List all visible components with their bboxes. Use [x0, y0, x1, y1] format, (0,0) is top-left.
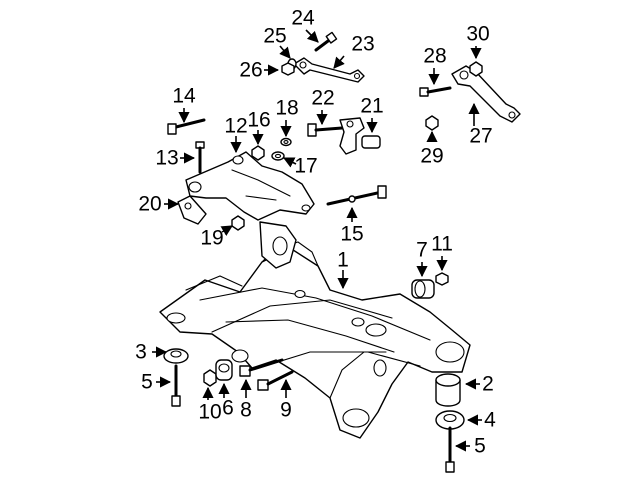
bolt-22 [307, 123, 344, 137]
callout-20: 20 [138, 193, 161, 216]
callout-27: 27 [469, 125, 492, 148]
bolt-8 [239, 358, 284, 377]
bolt-28 [419, 86, 452, 97]
callout-25: 25 [263, 25, 286, 48]
nut-10 [203, 369, 217, 387]
nut-29 [425, 115, 439, 131]
callout-5-right: 5 [474, 435, 486, 458]
bolt-5-left [171, 364, 181, 407]
bolt-5-right [445, 426, 455, 473]
callout-10: 10 [198, 401, 221, 424]
callout-30: 30 [466, 23, 489, 46]
washer-18 [280, 137, 292, 147]
nut-16 [251, 145, 265, 161]
callout-26: 26 [239, 59, 262, 82]
callout-17: 17 [294, 155, 317, 178]
mount-3 [163, 348, 189, 364]
callout-3: 3 [135, 341, 147, 364]
callout-1: 1 [337, 249, 349, 272]
bolt-9 [257, 370, 294, 391]
callout-14: 14 [172, 85, 196, 108]
bolt-14 [167, 118, 206, 135]
bushing-6 [215, 359, 233, 381]
link-21 [339, 117, 381, 155]
callout-13: 13 [155, 147, 178, 170]
nut-26 [281, 62, 295, 76]
nut-11 [435, 272, 449, 286]
mount-4 [435, 410, 465, 430]
nut-30 [469, 61, 483, 77]
callout-2: 2 [482, 373, 494, 396]
callout-11: 11 [431, 233, 453, 256]
callout-24: 24 [291, 7, 315, 30]
callout-8: 8 [240, 399, 252, 422]
upper-link-23 [293, 57, 365, 83]
callout-22: 22 [311, 87, 334, 110]
callout-5-left: 5 [141, 371, 153, 394]
callout-19: 19 [200, 227, 223, 250]
callout-9: 9 [280, 399, 292, 422]
callout-labels: 1 2 3 4 5 5 6 7 8 9 10 11 12 13 14 15 16… [135, 7, 496, 458]
callout-15: 15 [340, 223, 363, 246]
callout-21: 21 [360, 95, 383, 118]
bolt-24 [314, 31, 338, 52]
washer-17 [271, 151, 285, 161]
callout-16: 16 [247, 109, 270, 132]
long-bolt-15 [326, 185, 387, 206]
callout-18: 18 [275, 97, 298, 120]
callout-23: 23 [351, 33, 374, 56]
nut-19 [231, 215, 245, 231]
bolt-13 [195, 141, 205, 174]
callout-12: 12 [224, 115, 247, 138]
mount-2 [435, 373, 461, 407]
trailing-arm-bracket [185, 151, 315, 269]
small-bracket [177, 195, 207, 225]
leader-lines [152, 29, 482, 452]
control-arm-27 [451, 65, 521, 123]
callout-6: 6 [222, 397, 234, 420]
callout-7: 7 [416, 239, 428, 262]
callout-4: 4 [484, 409, 496, 432]
callout-28: 28 [423, 45, 446, 68]
callout-29: 29 [420, 145, 443, 168]
bushing-7 [411, 279, 435, 299]
